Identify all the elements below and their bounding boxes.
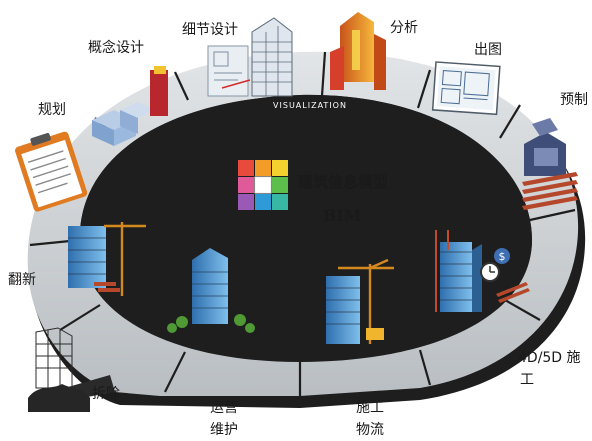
drawing-sheet-icon <box>431 61 501 116</box>
renovation-icon <box>68 222 146 296</box>
stage-label-drawing: 出图 <box>474 42 502 58</box>
svg-text:$: $ <box>499 250 506 263</box>
construction-4d5d-icon <box>435 230 482 312</box>
prefab-machine-icon <box>524 118 566 176</box>
center-title: 建筑信息模型 <box>298 173 388 191</box>
stage-label-analysis: 分析 <box>390 20 418 36</box>
stage-label-operation: 运营 维护 <box>210 400 238 438</box>
ring-surface <box>27 51 579 397</box>
stage-label-logistics-line1: 施工 <box>356 400 384 416</box>
dollar-icon: $ <box>494 248 510 264</box>
lifecycle-ring: VISUALIZATION <box>27 51 586 409</box>
clock-icon <box>480 262 500 282</box>
stage-label-logistics: 施工 物流 <box>356 400 384 438</box>
demolition-icon <box>28 327 90 412</box>
center-subtitle: BIM <box>323 206 362 225</box>
stage-label-renovation: 翻新 <box>8 272 36 288</box>
operation-building-icon <box>167 248 255 333</box>
stage-label-concept: 概念设计 <box>88 40 144 56</box>
stage-label-4d5d-line1: 4D/5D 施 <box>518 350 581 366</box>
clipboard-icon <box>15 131 88 212</box>
analysis-tower-icon <box>330 12 386 90</box>
rebar-bundle-icon <box>496 282 530 303</box>
logistics-crane-icon <box>326 258 394 344</box>
stage-label-prefab: 预制 <box>560 92 588 108</box>
stage-label-logistics-line2: 物流 <box>356 422 384 439</box>
detail-design-icon <box>207 17 293 97</box>
ring-visualization-text: VISUALIZATION <box>273 101 347 110</box>
bim-cube-icon <box>238 160 288 210</box>
steel-beams-icon <box>522 172 578 210</box>
stage-label-4d5d-line2: 工 <box>520 372 534 389</box>
stage-label-operation-line2: 维护 <box>210 422 238 439</box>
stage-label-planning: 规划 <box>38 102 66 118</box>
stage-label-operation-line1: 运营 <box>210 400 238 416</box>
concept-massing-icon <box>92 66 168 146</box>
stage-label-demolition: 拆除 <box>92 386 120 402</box>
stage-label-detail: 细节设计 <box>182 22 238 38</box>
center-labels: 建筑信息模型 BIM <box>298 173 388 225</box>
stage-label-4d5d: 4D/5D 施 工 <box>518 350 581 388</box>
